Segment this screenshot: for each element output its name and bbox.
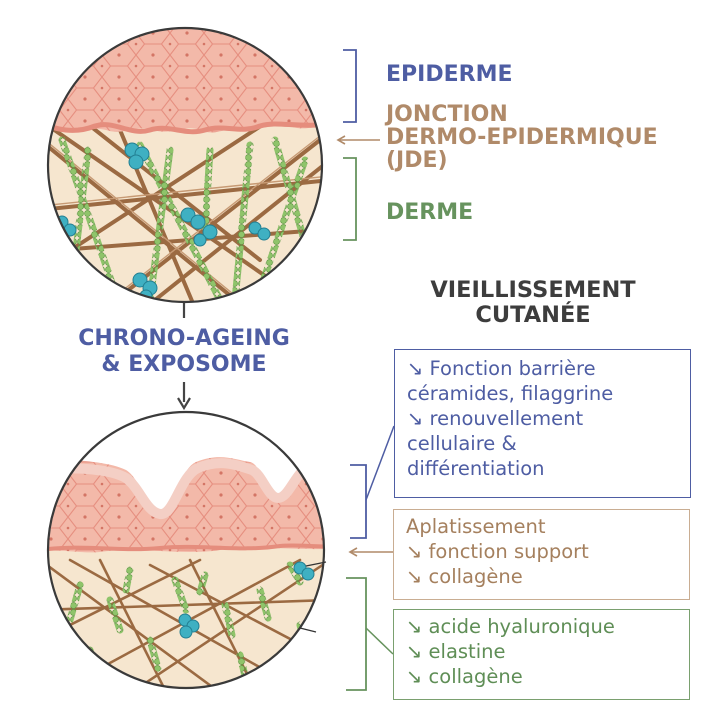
aged-epiderme-bracket [350, 464, 367, 539]
cause-label-line1: CHRONO-AGEING [78, 326, 290, 351]
epidermis-effect-line: céramides, filaggrine [407, 382, 614, 405]
jde-label-line2: DERMO-EPIDERMIQUE [386, 125, 658, 150]
derme-bracket [343, 157, 357, 241]
epidermis-effect-line: cellulaire & [407, 432, 517, 455]
derme-label: DERME [386, 200, 474, 225]
epidermis-effect-line: ↘ Fonction barrière [407, 357, 596, 380]
jde-label-line1: JONCTION [386, 102, 508, 127]
aged-skin-circle [48, 412, 324, 688]
junction-effect-line: ↘ fonction support [406, 540, 589, 563]
epidermis-effects-box: ↘ Fonction barrière céramides, filaggrin… [394, 349, 691, 498]
cause-label: CHRONO-AGEING & EXPOSOME [48, 326, 320, 378]
young-skin-circle [48, 28, 322, 302]
junction-effect-line: ↘ collagène [406, 565, 523, 588]
aging-title-line2: CUTANÉE [475, 302, 591, 328]
cause-label-line2: & EXPOSOME [101, 352, 267, 377]
epidermis-effect-line: différentiation [407, 457, 545, 480]
elastin-fibres-top [58, 136, 314, 302]
dermis-effect-line: ↘ elastine [406, 640, 506, 663]
down-arrow-icon [177, 397, 191, 411]
aged-derme-bracket [346, 577, 367, 691]
aged-jde-arrow-icon [348, 547, 358, 557]
jde-arrow-icon [336, 135, 346, 145]
aging-title-line1: VIEILLISSEMENT [430, 277, 636, 303]
aging-title: VIEILLISSEMENT CUTANÉE [392, 278, 674, 328]
jde-label-line3: (JDE) [386, 148, 448, 173]
epiderme-bracket [343, 49, 357, 123]
junction-effect-line: Aplatissement [406, 515, 546, 538]
jde-label: JONCTION DERMO-EPIDERMIQUE (JDE) [386, 103, 658, 172]
dermis-effects-box: ↘ acide hyaluronique ↘ elastine ↘ collag… [393, 609, 690, 700]
epidermis-effect-line: ↘ renouvellement [407, 407, 584, 430]
dermis-effect-line: ↘ collagène [406, 665, 523, 688]
epiderme-label: EPIDERME [386, 62, 513, 87]
dermis-effect-line: ↘ acide hyaluronique [406, 615, 615, 638]
junction-effects-box: Aplatissement ↘ fonction support ↘ colla… [393, 509, 690, 600]
